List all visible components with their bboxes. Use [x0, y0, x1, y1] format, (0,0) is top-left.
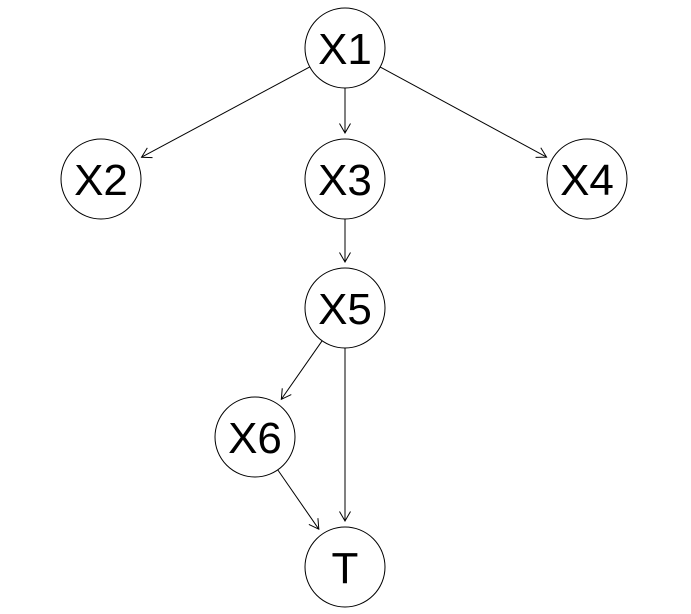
node-x3: X3: [304, 138, 386, 220]
node-circle: [60, 138, 142, 220]
arrowhead-icon: [339, 252, 351, 263]
node-x1: X1: [304, 7, 386, 89]
edge-x1-to-x3: [339, 88, 351, 134]
edge-x6-to-t: [277, 469, 320, 531]
node-x5: X5: [304, 267, 386, 349]
node-label: X6: [228, 414, 282, 463]
node-circle: [304, 7, 386, 89]
edge-x5-to-x6: [280, 340, 323, 401]
arrowhead-icon: [339, 511, 351, 522]
node-x2: X2: [60, 138, 142, 220]
node-label: X4: [560, 156, 614, 205]
edge-x5-to-t: [339, 348, 351, 522]
arrowhead-icon: [339, 123, 351, 134]
edge-line: [141, 66, 310, 158]
node-label: X3: [318, 156, 372, 205]
arrowhead-icon: [140, 147, 153, 159]
arrowhead-icon: [280, 388, 292, 401]
node-circle: [304, 526, 386, 608]
edge-line: [379, 66, 547, 158]
arrowhead-icon: [308, 518, 320, 531]
node-label: X1: [318, 25, 372, 74]
node-x4: X4: [546, 138, 628, 220]
edge-x3-to-x5: [339, 219, 351, 263]
edge-x1-to-x2: [140, 66, 310, 159]
edge-line: [277, 469, 320, 530]
edge-line: [280, 340, 323, 400]
node-label: T: [332, 544, 359, 593]
node-x6: X6: [214, 396, 296, 478]
node-circle: [304, 267, 386, 349]
node-label: X5: [318, 285, 372, 334]
node-label: X2: [74, 156, 128, 205]
node-circle: [214, 396, 296, 478]
arrowhead-icon: [535, 147, 548, 158]
node-circle: [546, 138, 628, 220]
node-t: T: [304, 526, 386, 608]
node-circle: [304, 138, 386, 220]
edges-layer: [140, 66, 548, 531]
edge-x1-to-x4: [379, 66, 548, 158]
